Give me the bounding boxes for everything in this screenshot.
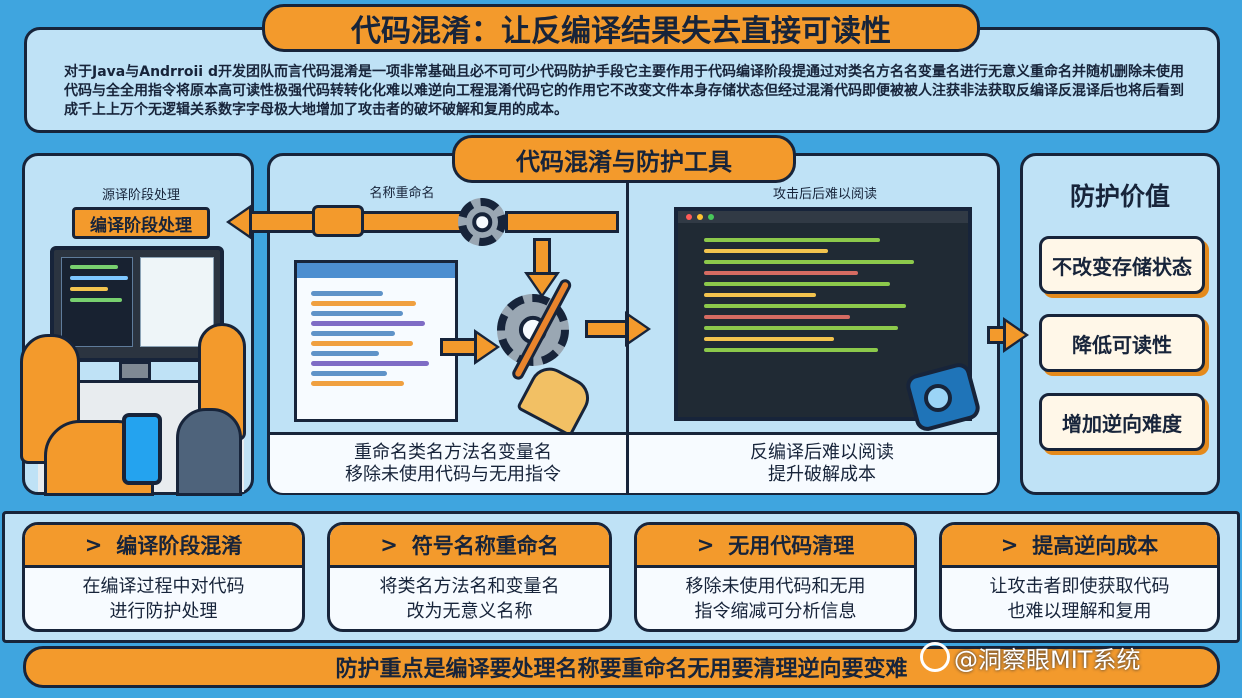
feature-desc-cleanup-line-2: 指令缩减可分析信息 — [694, 600, 857, 622]
watermark-icon — [920, 642, 950, 672]
center-title: 代码混淆与防护工具 — [452, 135, 796, 183]
rename-arrow-head — [474, 329, 500, 365]
feature-card-cost: > 提高逆向成本 让攻击者即使获取代码 也难以理解和复用 — [939, 522, 1220, 632]
value-item-storage: 不改变存储状态 — [1039, 236, 1205, 294]
feature-title-cost: > 提高逆向成本 — [942, 525, 1217, 568]
rename-flow-arrow — [440, 338, 476, 356]
watermark: @洞察眼MIT系统 — [920, 638, 1140, 676]
rename-label: 名称重命名 — [369, 185, 435, 201]
feature-desc-rename-line-1: 将类名方法名和变量名 — [379, 575, 560, 597]
code-document — [294, 260, 458, 422]
attack-desc-line-2: 提升破解成本 — [768, 464, 876, 485]
compile-stage-badge: 编译阶段处理 — [72, 207, 210, 239]
feature-desc-rename: 将类名方法名和变量名 改为无意义名称 — [330, 568, 609, 629]
left-caption: 源译阶段处理 — [101, 187, 180, 203]
feature-desc-cost: 让攻击者即使获取代码 也难以理解和复用 — [942, 568, 1217, 629]
intro-text: 对于Java与Andrroii d开发团队而言代码混淆是一项非常基础且必不可可少… — [64, 64, 1184, 118]
value-arrow-head — [1003, 317, 1029, 353]
attack-desc-line-1: 反编译后难以阅读 — [750, 442, 894, 463]
watermark-text: @洞察眼MIT系统 — [954, 645, 1141, 674]
attack-desc: 反编译后难以阅读 提升破解成本 — [700, 442, 944, 486]
feature-marker-compile: > — [84, 533, 103, 557]
feature-marker-cleanup: > — [696, 533, 715, 557]
main-title: 代码混淆：让反编译结果失去直接可读性 — [262, 4, 980, 52]
person-right-front — [176, 408, 242, 496]
center-bottom-white — [270, 432, 997, 493]
feature-desc-compile: 在编译过程中对代码 进行防护处理 — [25, 568, 302, 629]
feature-card-cleanup: > 无用代码清理 移除未使用代码和无用 指令缩减可分析信息 — [634, 522, 917, 632]
feature-desc-compile-line-1: 在编译过程中对代码 — [82, 575, 245, 597]
feature-title-compile-text: 编译阶段混淆 — [116, 534, 243, 558]
camera-lens — [924, 384, 952, 412]
rename-desc-line-1: 重命名类名方法名变量名 — [354, 442, 552, 463]
feature-title-compile: > 编译阶段混淆 — [25, 525, 302, 568]
feature-title-cost-text: 提高逆向成本 — [1032, 534, 1159, 558]
feature-card-compile: > 编译阶段混淆 在编译过程中对代码 进行防护处理 — [22, 522, 305, 632]
feature-title-rename: > 符号名称重命名 — [330, 525, 609, 568]
phone-icon — [122, 413, 162, 485]
pipe-gear-box — [312, 205, 364, 237]
feature-card-rename: > 符号名称重命名 将类名方法名和变量名 改为无意义名称 — [327, 522, 612, 632]
feature-desc-cost-line-2: 也难以理解和复用 — [1007, 600, 1152, 622]
to-decompile-arrow — [585, 320, 627, 338]
down-flow-arrow — [533, 238, 551, 276]
feature-desc-cleanup: 移除未使用代码和无用 指令缩减可分析信息 — [637, 568, 914, 629]
value-item-readability: 降低可读性 — [1039, 314, 1205, 372]
feature-desc-rename-line-2: 改为无意义名称 — [406, 600, 533, 622]
feature-desc-cleanup-line-1: 移除未使用代码和无用 — [685, 575, 866, 597]
feature-marker-rename: > — [380, 533, 398, 557]
center-divider — [626, 183, 629, 493]
value-title: 防护价值 — [1069, 182, 1170, 211]
value-item-reverse: 增加逆向难度 — [1039, 393, 1205, 451]
feature-desc-compile-line-2: 进行防护处理 — [109, 600, 218, 622]
feature-title-rename-text: 符号名称重命名 — [411, 534, 559, 558]
feature-title-cleanup-text: 无用代码清理 — [728, 534, 855, 558]
monitor-stand — [119, 361, 151, 381]
attack-label: 攻击后后难以阅读 — [772, 186, 877, 202]
feature-title-cleanup: > 无用代码清理 — [637, 525, 914, 568]
rename-desc-line-2: 移除未使用代码与无用指令 — [345, 464, 561, 485]
feature-desc-cost-line-1: 让攻击者即使获取代码 — [989, 575, 1170, 597]
left-arrow-head — [226, 204, 252, 240]
to-decompile-head — [625, 311, 651, 347]
gear-icon — [458, 198, 506, 246]
footer-banner: 防护重点是编译要处理名称要重命名无用要清理逆向要变难 — [23, 646, 1220, 688]
right-pipe — [505, 211, 619, 233]
feature-marker-cost: > — [1000, 533, 1019, 557]
rename-desc: 重命名类名方法名变量名 移除未使用代码与无用指令 — [294, 442, 612, 486]
value-arrow — [987, 326, 1007, 344]
